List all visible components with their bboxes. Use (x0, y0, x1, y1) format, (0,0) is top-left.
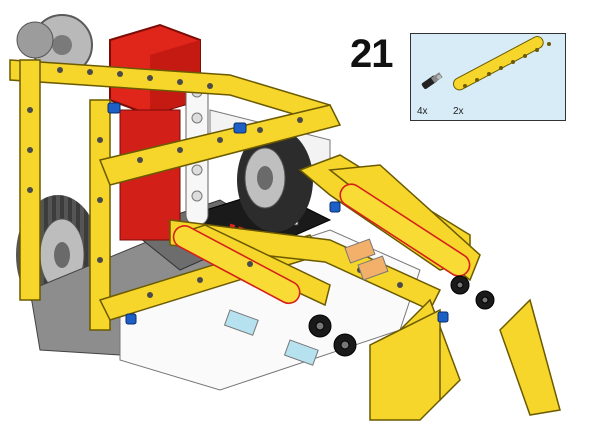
parts-callout: 4x 2x (410, 33, 566, 121)
new-yellow-beams (172, 183, 471, 305)
pin-quantity: 4x (417, 106, 428, 117)
beam-holes (27, 67, 403, 298)
yellow-beam-icon (452, 36, 551, 91)
axle-pin-icon (421, 72, 443, 89)
step-number: 21 (350, 32, 393, 76)
gray-gear (16, 14, 93, 76)
beam-quantity: 2x (453, 106, 464, 117)
right-wheel (237, 128, 313, 232)
stickers (223, 238, 389, 366)
black-axle-pins (308, 275, 495, 357)
blue-pins (107, 102, 449, 325)
